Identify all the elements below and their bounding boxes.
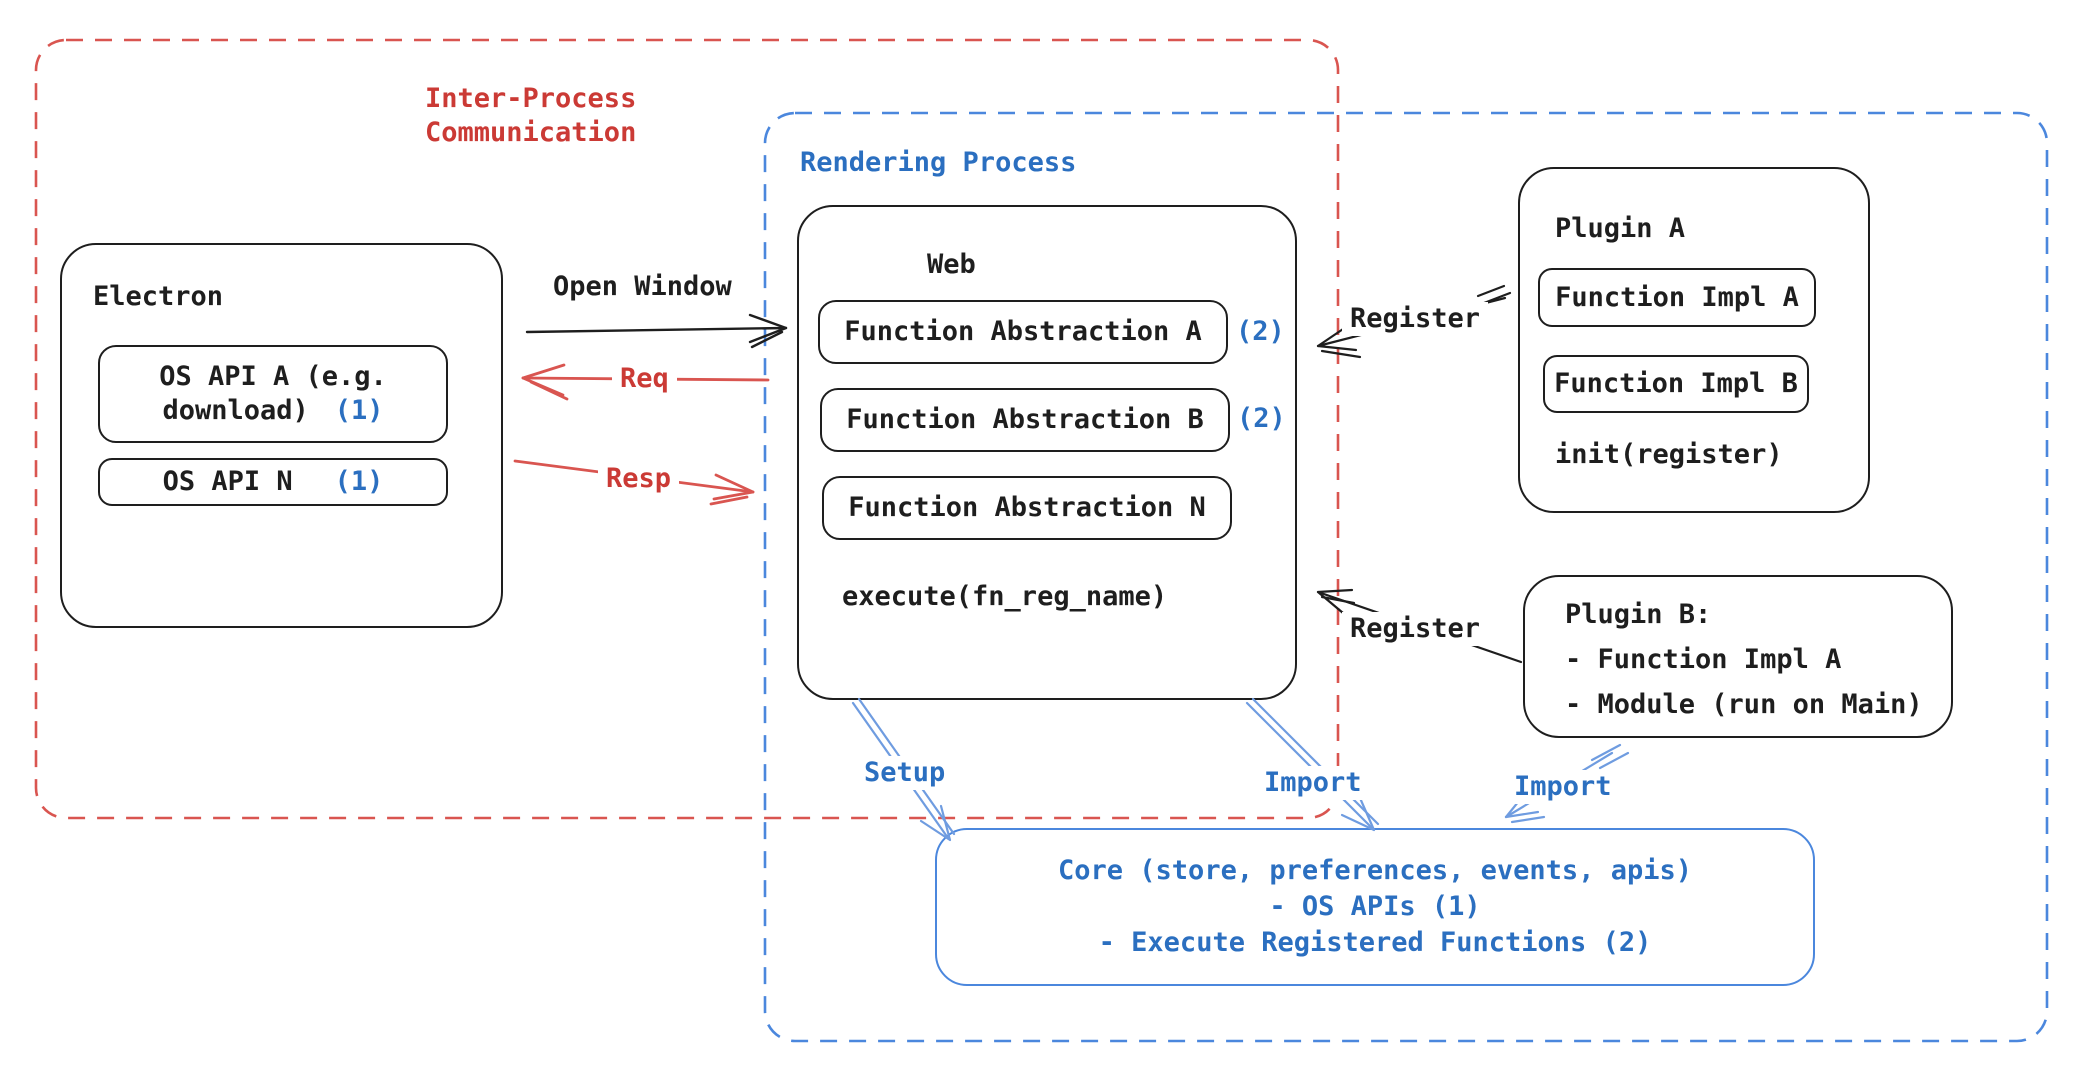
function-impl-b-box: Function Impl B (1543, 355, 1809, 413)
os-api-a-badge: (1) (334, 395, 384, 426)
web-box (797, 205, 1297, 700)
function-abstraction-n-box: Function Abstraction N (822, 476, 1232, 540)
function-abstraction-b-badge: (2) (1237, 403, 1286, 434)
req-label: Req (612, 362, 677, 396)
os-api-a-content: OS API A (e.g. download) (1) (100, 347, 446, 441)
rendering-process-region (763, 111, 2049, 1043)
core-box: Core (store, preferences, events, apis) … (935, 828, 1815, 986)
function-impl-a-box: Function Impl A (1538, 268, 1816, 327)
core-line1: Core (store, preferences, events, apis) (1058, 855, 1692, 886)
electron-title: Electron (93, 281, 224, 312)
plugin-a-title: Plugin A (1555, 213, 1686, 244)
core-line2: - OS APIs (1) (1269, 891, 1481, 922)
plugin-a-init-label: init(register) (1555, 439, 1783, 470)
open-window-arrow (525, 313, 788, 349)
function-abstraction-a-badge: (2) (1236, 316, 1285, 347)
import-mid-arrow-shaft (1245, 697, 1380, 830)
function-abstraction-b-box: Function Abstraction B (820, 388, 1230, 452)
import-mid-arrowhead (1340, 796, 1376, 832)
setup-arrowhead (919, 804, 952, 842)
resp-label: Resp (598, 462, 680, 496)
open-window-arrow-shaft (525, 326, 788, 334)
register-top-label: Register (1342, 302, 1489, 336)
os-api-a-line2-text: download) (162, 395, 309, 426)
ipc-region-label-line1: Inter-Process (425, 83, 637, 114)
register-bottom-arrowhead (1316, 588, 1356, 615)
rendering-region-label: Rendering Process (800, 147, 1077, 178)
plugin-b-title: Plugin B: (1565, 599, 1712, 630)
ipc-region-label: Inter-Process Communication (425, 82, 636, 150)
os-api-n-badge: (1) (334, 466, 384, 497)
inter-process-communication-region (34, 38, 1340, 820)
web-title: Web (927, 249, 976, 280)
import-right-label: Import (1506, 770, 1620, 804)
function-abstraction-a-box: Function Abstraction A (818, 300, 1228, 364)
import-mid-arrow (1245, 697, 1380, 832)
plugin-b-item2: - Module (run on Main) (1565, 689, 1923, 720)
os-api-n-content: OS API N (1) (100, 460, 446, 504)
plugin-b-box (1523, 575, 1953, 738)
execute-label: execute(fn_reg_name) (842, 581, 1168, 612)
req-arrowhead (521, 363, 569, 401)
os-api-a-box: OS API A (e.g. download) (1) (98, 345, 448, 443)
import-mid-label: Import (1256, 766, 1370, 800)
os-api-n-box: OS API N (1) (98, 458, 448, 506)
os-api-n-label: OS API N (162, 466, 293, 497)
os-api-a-line2: download) (1) (162, 394, 383, 428)
plugin-a-box (1518, 167, 1870, 513)
ipc-region-label-line2: Communication (425, 117, 637, 148)
resp-arrowhead (709, 473, 755, 506)
setup-label: Setup (856, 756, 954, 790)
register-top-arrow-tail-ticks (1476, 284, 1512, 305)
os-api-a-line1: OS API A (e.g. (159, 361, 387, 392)
open-window-label: Open Window (553, 271, 732, 302)
open-window-arrowhead (748, 313, 788, 349)
import-right-arrow-tail-ticks (1590, 743, 1630, 770)
plugin-b-content: Plugin B: - Function Impl A - Module (ru… (1565, 592, 1923, 727)
plugin-b-item1: - Function Impl A (1565, 644, 1842, 675)
register-bottom-label: Register (1342, 612, 1489, 646)
core-line3: - Execute Registered Functions (2) (1098, 927, 1652, 958)
